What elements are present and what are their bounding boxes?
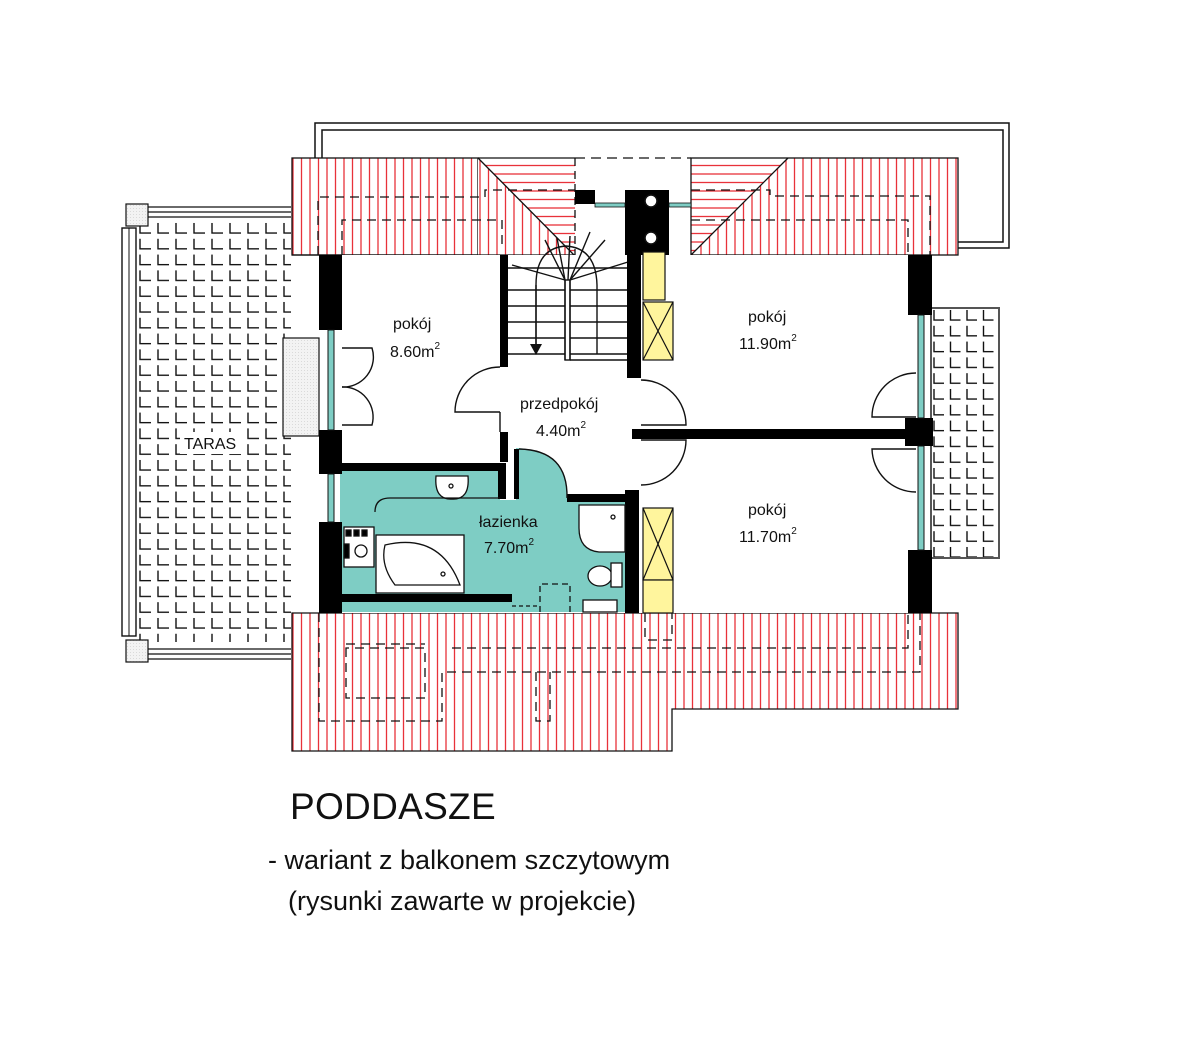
roof-top-left bbox=[291, 157, 576, 256]
chimney-flue-icon bbox=[644, 194, 658, 245]
walls bbox=[319, 190, 933, 613]
upper-balcony-outline bbox=[314, 122, 1010, 249]
room-name: przedpokój bbox=[520, 396, 598, 413]
room-area: 11.70m bbox=[739, 529, 791, 546]
svg-text:4.40m2: 4.40m2 bbox=[536, 420, 586, 440]
terrace-left: TARAS bbox=[121, 203, 320, 663]
roof-bottom bbox=[291, 612, 959, 752]
svg-text:7.70m2: 7.70m2 bbox=[484, 537, 534, 557]
balcony-right bbox=[930, 307, 1000, 559]
staircase bbox=[508, 231, 629, 361]
room-name: pokój bbox=[748, 309, 786, 326]
svg-text:8.60m2: 8.60m2 bbox=[390, 341, 440, 361]
doors bbox=[341, 347, 917, 499]
wardrobe-cross-icon bbox=[642, 251, 674, 614]
bathtub-icon bbox=[375, 534, 465, 594]
toilet-icon bbox=[587, 562, 623, 588]
room-area: 8.60m bbox=[390, 344, 434, 361]
stair-arrow-icon bbox=[530, 344, 542, 355]
room-area: 4.40m bbox=[536, 423, 580, 440]
room-area: 11.90m bbox=[739, 336, 791, 353]
terrace-label: TARAS bbox=[184, 436, 236, 453]
stove-icon bbox=[343, 526, 375, 568]
room-name: łazienka bbox=[479, 514, 538, 531]
drawing-note: (rysunki zawarte w projekcie) bbox=[288, 886, 637, 916]
room-name: pokój bbox=[748, 502, 786, 519]
bathroom-fixtures bbox=[343, 475, 626, 613]
windows bbox=[327, 202, 925, 551]
dashed-outlines bbox=[317, 189, 931, 722]
room-area: 7.70m bbox=[484, 540, 528, 557]
svg-text:11.90m2: 11.90m2 bbox=[739, 333, 797, 353]
svg-text:11.70m2: 11.70m2 bbox=[739, 526, 797, 546]
drawing-title: PODDASZE bbox=[290, 786, 496, 827]
shower-icon bbox=[578, 504, 626, 553]
room-labels: pokój 8.60m2 przedpokój 4.40m2 łazienka … bbox=[390, 309, 797, 557]
drawing-subtitle: - wariant z balkonem szczytowym bbox=[268, 845, 671, 875]
room-name: pokój bbox=[393, 316, 431, 333]
